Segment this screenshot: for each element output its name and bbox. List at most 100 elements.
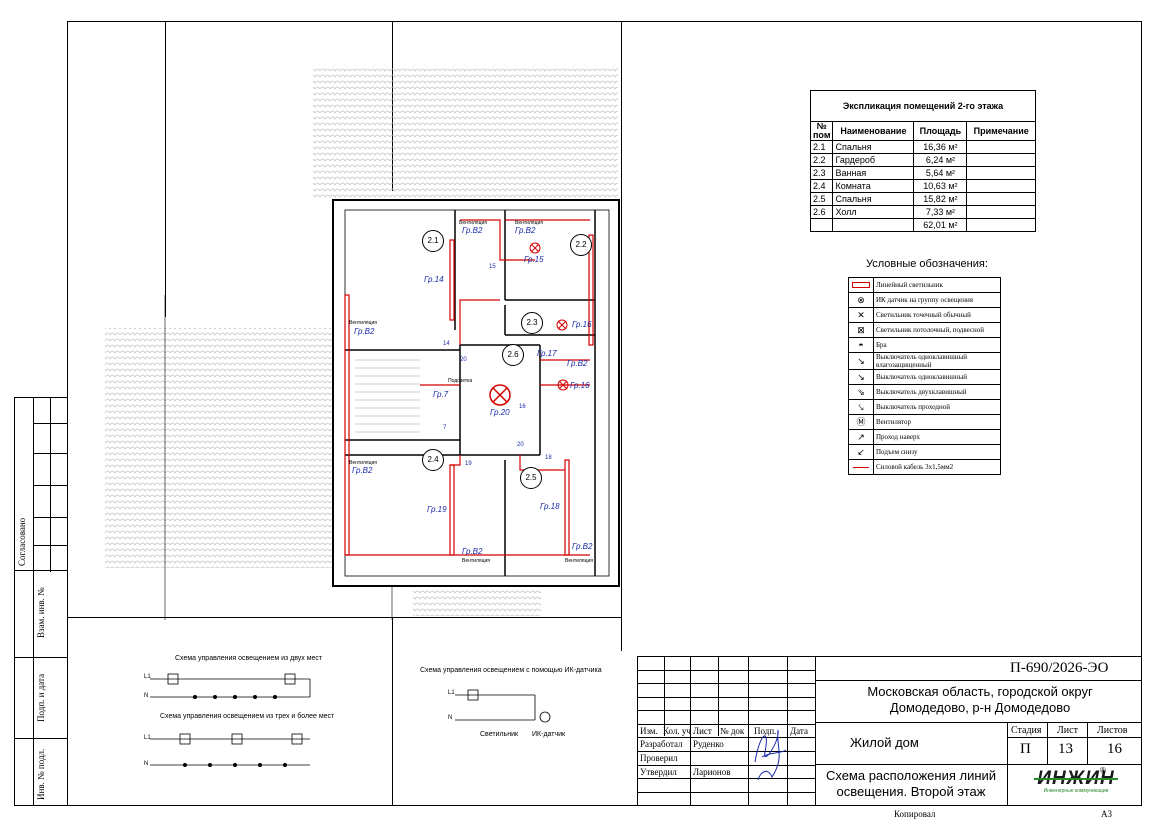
group-label: Гр.15	[524, 255, 544, 264]
scheme-two-title: Схема управления освещением из двух мест	[175, 655, 323, 662]
group-label: Гр.19	[427, 505, 447, 514]
rise-below-icon: ↙	[848, 444, 874, 460]
sconce-icon: ◓	[848, 337, 874, 353]
total-area: 62,01 м²	[913, 218, 968, 232]
inv-replace-label: Взам. инв. №	[36, 587, 46, 638]
switch-number: 16	[519, 404, 526, 410]
podsvetka-label: Подсветка	[448, 378, 473, 384]
title-block	[637, 656, 1142, 806]
company-logo: ИНЖИН Инженерные коммуникации ®	[1034, 766, 1118, 802]
n-label: N	[448, 715, 453, 721]
cable-icon	[848, 459, 874, 475]
group-label: Гр.14	[424, 275, 444, 284]
room-tag: 2.3	[521, 312, 543, 334]
scheme-ir-title: Схема управления освещением с помощью ИК…	[420, 667, 602, 674]
explication-title: Экспликация помещений 2-го этажа	[810, 90, 1036, 122]
lamp-caption: Светильник	[480, 731, 519, 738]
role-approver: Утвердил	[640, 767, 677, 777]
room-tag: 2.4	[422, 449, 444, 471]
room-tag: 2.2	[570, 234, 592, 256]
col-num: № пом	[809, 121, 834, 141]
group-label: Гр.17	[537, 349, 557, 358]
role-developer: Разработал	[640, 739, 683, 749]
switch-number: 19	[465, 461, 472, 467]
side-strip	[14, 397, 67, 806]
group-label: Гр.В2	[515, 226, 536, 235]
stamp-col-kol: Кол. уч	[663, 726, 691, 736]
group-label: Гр.В2	[352, 466, 373, 475]
object-name: Жилой дом	[850, 735, 919, 750]
vent-label: Вентиляция	[515, 220, 543, 226]
switch-number: 20	[517, 442, 524, 448]
switch-number: 7	[443, 425, 447, 431]
room-tag: 2.5	[520, 467, 542, 489]
group-label: Гр.20	[490, 408, 510, 417]
sheets-value: 16	[1107, 741, 1122, 757]
inv-orig-label: Инв. № подл.	[36, 748, 46, 800]
explication-table: Экспликация помещений 2-го этажа № пом Н…	[809, 90, 1036, 232]
switch-number: 20	[460, 357, 467, 363]
scheme-three-title: Схема управления освещением из трех и бо…	[160, 713, 335, 720]
group-label: Гр.7	[433, 390, 449, 399]
switch-number: 15	[489, 264, 496, 270]
stamp-col-sign: Подп.	[754, 726, 777, 736]
vent-label: Вентиляция	[565, 558, 593, 564]
col-name: Наименование	[832, 121, 915, 141]
l1-label: L1	[144, 674, 151, 680]
location: Московская область, городской округ Домо…	[867, 684, 1093, 715]
sheet-value: 13	[1058, 741, 1073, 757]
signature	[754, 729, 787, 781]
ir-sensor-icon: ⊗	[848, 292, 874, 308]
fan-icon: Ⓜ	[848, 414, 874, 430]
ceiling-lamp-icon: ⊠	[848, 322, 874, 338]
floor-plan	[105, 65, 620, 620]
group-label: Гр.В2	[572, 542, 593, 551]
vent-label: Вентиляция	[349, 460, 377, 466]
sheets-label: Листов	[1097, 725, 1128, 736]
drawing-frame	[67, 21, 1142, 806]
pass-up-icon: ↗	[848, 429, 874, 445]
sheet-label: Лист	[1057, 725, 1078, 736]
stamp-col-doc: № док	[720, 726, 745, 736]
n-label: N	[144, 693, 149, 699]
format-label: А3	[1101, 809, 1112, 819]
group-label: Гр.18	[540, 502, 560, 511]
l1-label: L1	[448, 690, 455, 696]
role-checker: Проверил	[640, 753, 678, 763]
switch-single-icon: ↘	[848, 369, 874, 385]
group-label: Гр.В2	[462, 226, 483, 235]
switch-pass-icon: ⤥	[848, 399, 874, 415]
vent-label: Вентиляция	[349, 320, 377, 326]
room-tag: 2.1	[422, 230, 444, 252]
col-note: Примечание	[966, 121, 1036, 141]
sign-date-label: Подп. и дата	[36, 673, 46, 722]
linear-lamp-icon	[848, 277, 874, 293]
stage-label: Стадия	[1011, 725, 1042, 736]
stamp-col-list: Лист	[693, 726, 712, 736]
stage-value: П	[1020, 741, 1031, 757]
col-area: Площадь	[913, 121, 968, 141]
name-approver: Ларионов	[693, 767, 731, 777]
legend-table: Линейный светильник ⊗ИК датчик на группу…	[848, 277, 1001, 475]
switch-waterproof-icon: ↘	[848, 352, 874, 370]
vent-label: Вентиляция	[462, 558, 490, 564]
l1-label: L1	[144, 735, 151, 741]
switch-number: 14	[443, 341, 450, 347]
sensor-caption: ИК-датчик	[532, 731, 566, 738]
sheet-title: Схема расположения линий освещения. Втор…	[825, 768, 997, 799]
spot-lamp-icon: ✕	[848, 307, 874, 323]
copied-label: Копировал	[894, 809, 936, 819]
group-label: Гр.16	[572, 320, 592, 329]
room-tag: 2.6	[502, 344, 524, 366]
group-label: Гр.В2	[462, 547, 483, 556]
stamp-col-izm: Изм.	[640, 726, 658, 736]
switch-number: 18	[545, 455, 552, 461]
group-label: Гр.В2	[354, 327, 375, 336]
n-label: N	[144, 761, 149, 767]
legend-title: Условные обозначения:	[866, 258, 988, 270]
